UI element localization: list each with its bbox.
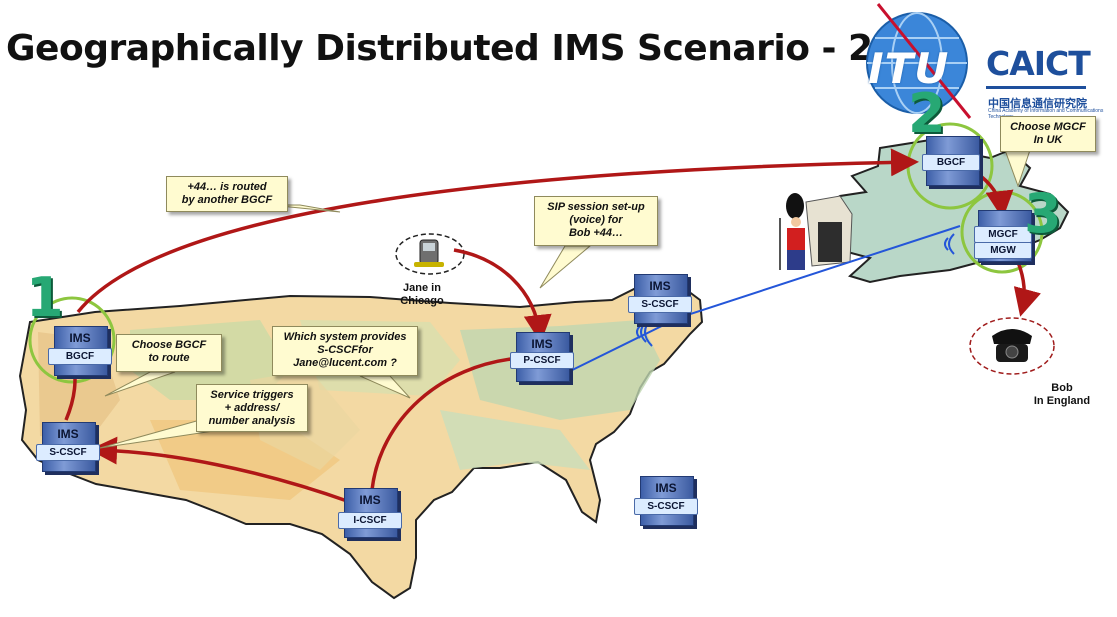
arrow-jane-to-pcscf <box>453 248 552 343</box>
telephone-icon <box>992 329 1032 362</box>
arrow-bgcf-to-uk <box>76 148 919 314</box>
caict-underline <box>986 86 1086 89</box>
step-number-1: 1 <box>26 266 64 329</box>
royal-guard-icon <box>779 193 853 270</box>
arrow-mgw-to-bob <box>1013 261 1041 317</box>
page-title: Geographically Distributed IMS Scenario … <box>6 28 873 69</box>
callout-tails <box>99 149 1031 449</box>
step-number-3: 3 <box>1024 182 1062 245</box>
caict-chinese-name: 中国信息通信研究院 <box>988 98 1087 110</box>
mobile-phone-icon <box>414 239 444 267</box>
itu-logo-text: ITU <box>868 44 950 93</box>
itu-globe-icon <box>866 3 972 119</box>
bob-phone-circle <box>969 317 1055 375</box>
jane-phone-circle <box>395 233 465 275</box>
arrow-icscf-to-pcscf <box>370 356 521 491</box>
step-number-2: 2 <box>908 82 946 145</box>
signaling-arrows <box>64 148 1041 504</box>
caict-logo: CAICT <box>986 44 1091 83</box>
step-1-highlight <box>28 296 116 384</box>
arrow-icscf-to-scscf <box>89 436 351 504</box>
callout-service-triggers: Service triggers+ address/number analysi… <box>196 384 308 432</box>
